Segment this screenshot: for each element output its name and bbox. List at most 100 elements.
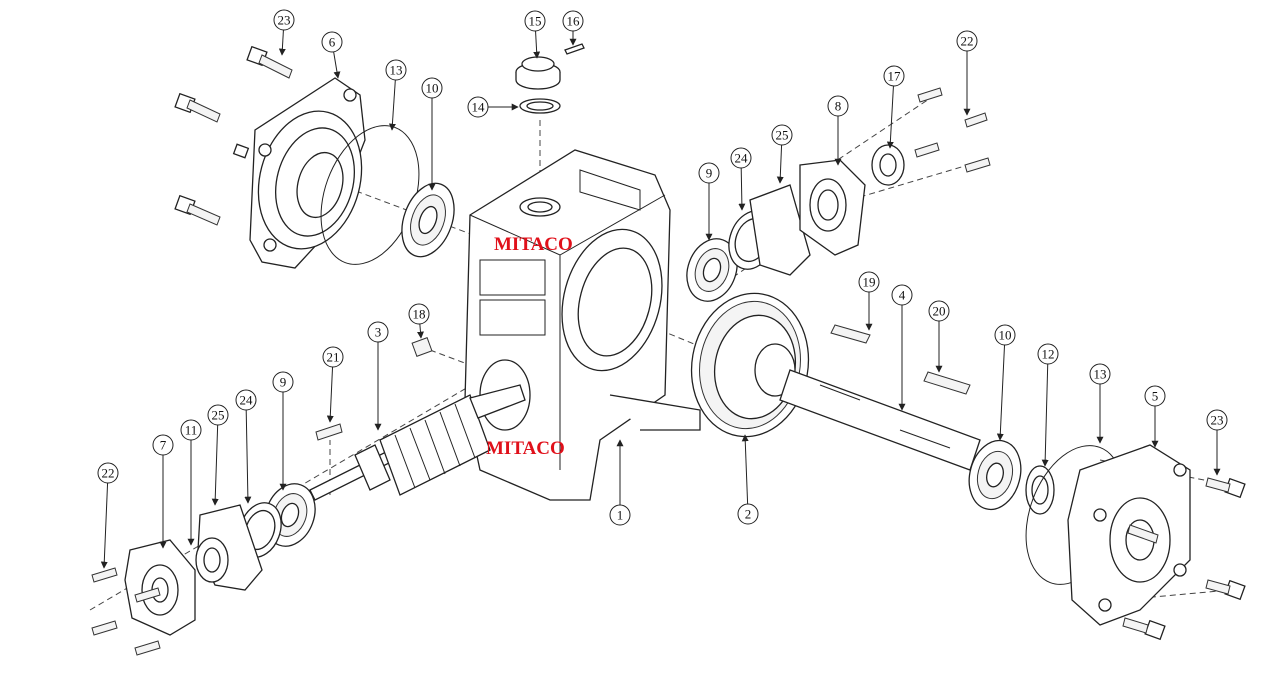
bearing-cover-7: [124, 539, 196, 636]
callout-leader: [996, 344, 1006, 441]
callout-11: 11: [180, 419, 202, 546]
callout-leader: [333, 51, 341, 79]
callout-24: 24: [235, 389, 257, 504]
key-21: [315, 423, 343, 441]
callout-number: 9: [706, 166, 713, 181]
callout-circle: [235, 389, 257, 411]
pin-16: [564, 43, 585, 55]
callout-circle: [385, 59, 407, 81]
callout-25: 25: [207, 404, 229, 506]
callout-number: 25: [212, 408, 225, 423]
callout-10: 10: [421, 77, 443, 191]
callout-circle: [994, 324, 1016, 346]
callout-circle: [367, 321, 389, 343]
callout-17: 17: [883, 65, 905, 149]
callout-circle: [180, 419, 202, 441]
bolts-23-right: [1122, 477, 1246, 641]
callout-24: 24: [730, 147, 752, 211]
callout-22: 22: [97, 462, 119, 569]
bearing-10-right: [968, 439, 1022, 511]
oil-seal-17: [871, 144, 905, 186]
callout-leader: [776, 144, 784, 184]
bolt-23-top: [246, 45, 293, 79]
callout-circle: [273, 9, 295, 31]
callout-circle: [737, 503, 759, 525]
callout-10: 10: [994, 324, 1016, 441]
bolt-left-3: [232, 143, 250, 159]
callout-circle: [152, 434, 174, 456]
callout-circle: [524, 10, 546, 32]
callout-circle: [956, 30, 978, 52]
bolt-left-1: [174, 92, 221, 123]
callout-circle: [321, 31, 343, 53]
key-19: [830, 324, 871, 344]
bearing-9-top: [686, 238, 738, 302]
callout-20: 20: [928, 300, 950, 373]
callout-circle: [467, 96, 489, 118]
callout-number: 1: [617, 508, 624, 523]
callout-number: 3: [375, 325, 382, 340]
plug-18: [411, 337, 433, 357]
callout-number: 14: [472, 100, 486, 115]
callout-number: 13: [1094, 367, 1107, 382]
callout-circle: [421, 77, 443, 99]
bearing-cover-8: [799, 159, 866, 256]
callout-9: 9: [698, 162, 720, 241]
watermark-bottom: MITACO: [486, 438, 565, 459]
callout-number: 2: [745, 507, 752, 522]
callout-number: 18: [413, 307, 426, 322]
bolts-22-left: [91, 567, 161, 656]
bolt-left-2: [174, 194, 221, 226]
callout-leader: [278, 29, 286, 56]
callout-circle: [771, 124, 793, 146]
bearing-10-top: [401, 182, 455, 258]
key-20: [923, 371, 971, 395]
callout-circle: [730, 147, 752, 169]
worm-gear-2: [690, 292, 810, 438]
callout-leader: [211, 424, 219, 506]
washer-14: [519, 98, 561, 114]
callout-number: 7: [160, 438, 167, 453]
spacer-12: [1025, 465, 1055, 515]
gasket-25-top: [749, 184, 811, 276]
callout-leader: [741, 434, 749, 505]
callout-21: 21: [322, 346, 344, 423]
callout-number: 25: [776, 128, 789, 143]
watermark-top: MITACO: [494, 234, 573, 255]
callout-circle: [408, 303, 430, 325]
callout-2: 2: [737, 434, 759, 525]
spacer-11: [195, 537, 229, 583]
gearbox-housing-1: [464, 149, 701, 501]
callout-circle: [883, 65, 905, 87]
callout-leader: [738, 167, 746, 211]
callout-18: 18: [408, 303, 430, 339]
callout-circle: [207, 404, 229, 426]
breather-plug-15: [515, 56, 561, 90]
callout-circle: [609, 504, 631, 526]
callout-circle: [858, 271, 880, 293]
callout-number: 20: [933, 304, 946, 319]
callout-19: 19: [858, 271, 880, 331]
callout-circle: [272, 371, 294, 393]
callout-circle: [827, 95, 849, 117]
callout-number: 24: [240, 393, 254, 408]
callout-leader: [886, 85, 894, 149]
callout-number: 23: [278, 13, 291, 28]
callout-number: 16: [567, 14, 581, 29]
callout-1: 1: [609, 439, 631, 526]
callout-13: 13: [1089, 363, 1111, 444]
callout-circle: [1089, 363, 1111, 385]
callout-number: 6: [329, 35, 336, 50]
callout-number: 5: [1152, 389, 1159, 404]
callout-number: 13: [390, 63, 403, 78]
callout-number: 4: [899, 288, 906, 303]
callout-circle: [928, 300, 950, 322]
callout-circle: [1037, 343, 1059, 365]
callout-number: 17: [888, 69, 902, 84]
callout-number: 11: [185, 423, 198, 438]
callout-leader: [244, 409, 252, 504]
flange-cover-5: [1067, 444, 1191, 626]
bolts-22-top: [914, 87, 991, 173]
